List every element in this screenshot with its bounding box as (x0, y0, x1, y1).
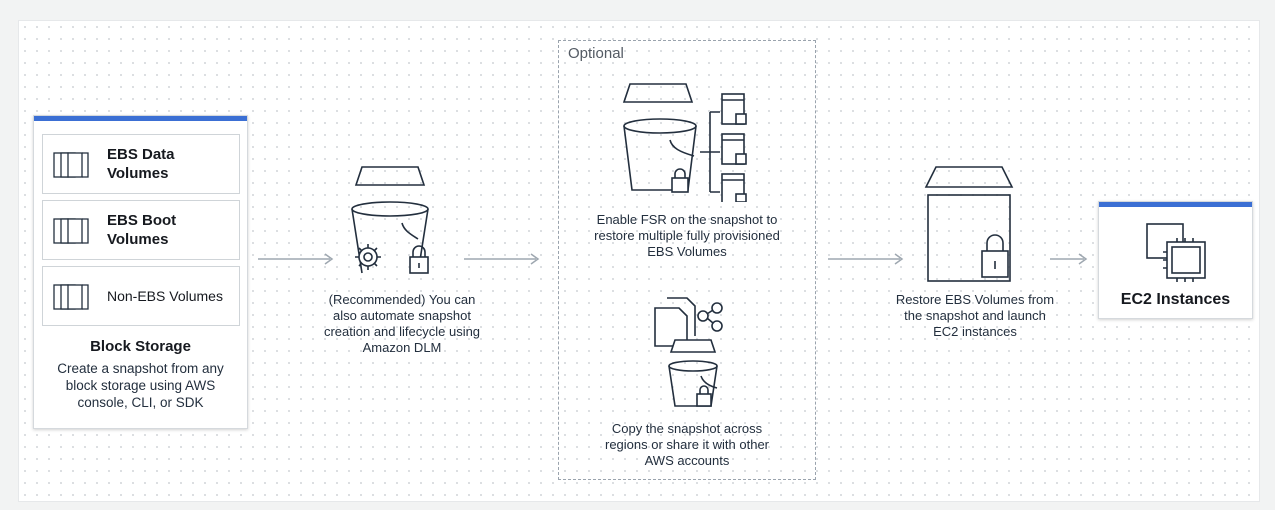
restore-description: Restore EBS Volumes from the snapshot an… (895, 292, 1055, 339)
ebs-data-volumes-box: EBS Data Volumes (42, 134, 240, 194)
optional-label: Optional (568, 45, 624, 62)
volume-lock-icon (924, 166, 1014, 282)
block-storage-description: Create a snapshot from any block storage… (57, 361, 224, 410)
accent-bar (34, 116, 247, 121)
dlm-description: (Recommended) You can also automate snap… (323, 292, 481, 355)
block-storage-card: EBS Data Volumes EBS Boot Volumes Non-EB… (33, 115, 248, 429)
copy-description: Copy the snapshot across regions or shar… (604, 421, 770, 468)
volume-stack-icon (53, 152, 89, 178)
ebs-boot-volumes-box: EBS Boot Volumes (42, 200, 240, 260)
chip-instances-icon (1146, 223, 1206, 282)
fsr-description: Enable FSR on the snapshot to restore mu… (594, 212, 780, 259)
flow-arrow (258, 253, 334, 265)
block-storage-title: Block Storage (90, 338, 191, 355)
volume-stack-icon (53, 284, 89, 310)
bucket-multiple-volumes-lock-icon (622, 83, 747, 202)
optional-group (558, 40, 816, 480)
flow-arrow (828, 253, 904, 265)
bucket-gear-lock-icon (351, 166, 429, 274)
volume-label: EBS Boot Volumes (107, 212, 177, 248)
non-ebs-volumes-box: Non-EBS Volumes (42, 266, 240, 326)
volume-stack-icon (53, 218, 89, 244)
flow-arrow (1050, 253, 1088, 265)
ec2-label: EC2 Instances (1120, 291, 1231, 308)
volume-label: Non-EBS Volumes (107, 287, 223, 304)
document-share-bucket-icon (654, 297, 723, 407)
volume-label: EBS Data Volumes (107, 146, 175, 182)
flow-arrow (464, 253, 540, 265)
ec2-instances-card: EC2 Instances (1098, 201, 1253, 319)
accent-bar (1099, 202, 1252, 207)
